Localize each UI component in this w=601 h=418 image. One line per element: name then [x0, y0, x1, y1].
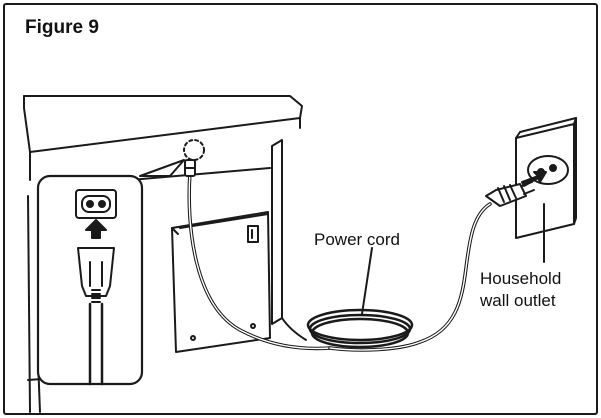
- outlet-label-line2: wall outlet: [479, 291, 556, 310]
- inlet-indicator: [183, 139, 205, 161]
- cord-connector: [184, 159, 196, 177]
- power-cord-label: Power cord: [314, 230, 400, 249]
- outlet-label-line1: Household: [480, 269, 561, 288]
- power-cord: [187, 170, 492, 352]
- figure-title: Figure 9: [25, 17, 99, 38]
- piano-side-panel: [171, 211, 271, 353]
- wall-outlet: [515, 117, 577, 239]
- callout-pointer: [139, 159, 185, 177]
- power-plug: [485, 181, 535, 207]
- inset-closeup: [36, 174, 144, 386]
- plug-insert-arrow-icon: [521, 171, 547, 187]
- up-arrow-icon: [85, 219, 107, 239]
- power-cord-leader: [361, 247, 373, 315]
